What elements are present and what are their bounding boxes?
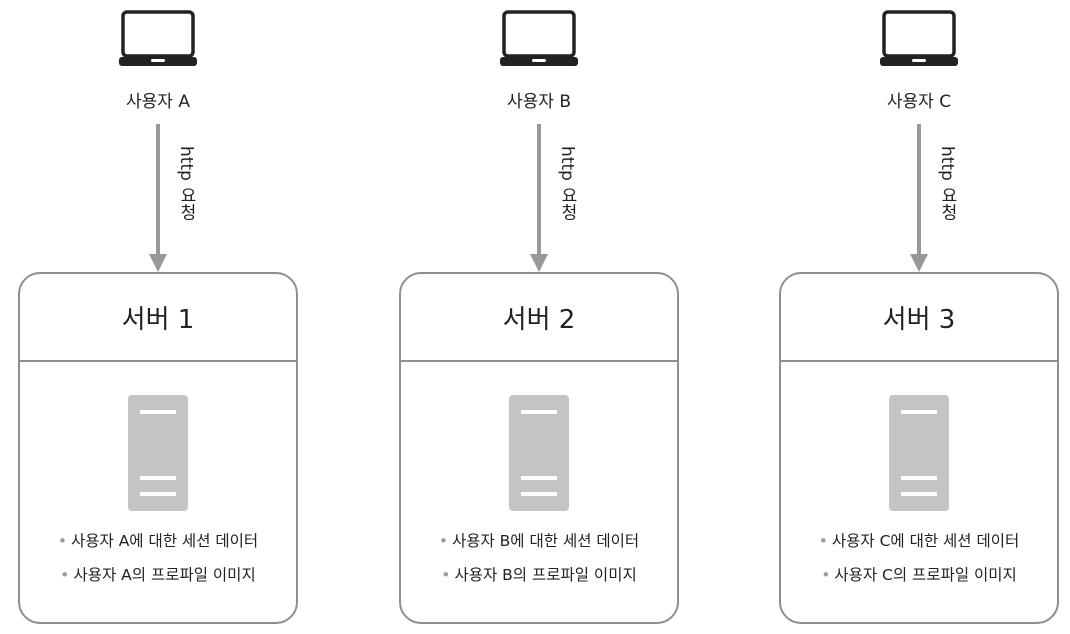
server-box: 서버 1 •사용자 A에 대한 세션 데이터 •사용자 A의 프로파일 이미지 bbox=[18, 272, 298, 624]
list-item: •사용자 B에 대한 세션 데이터 bbox=[438, 532, 640, 550]
laptop-icon bbox=[880, 10, 958, 66]
list-item-text: 사용자 A에 대한 세션 데이터 bbox=[70, 532, 259, 550]
server-rack-icon bbox=[889, 395, 949, 511]
laptop-icon bbox=[500, 10, 578, 66]
server-rack-icon bbox=[509, 395, 569, 511]
http-request-label: http 요청 bbox=[176, 146, 196, 221]
arrow-down-icon bbox=[910, 124, 928, 272]
server-title: 서버 2 bbox=[401, 274, 677, 362]
user-server-column-b: 사용자 B http 요청 서버 2 •사용자 B에 대한 세션 데이터 •사용… bbox=[399, 0, 679, 634]
list-item: •사용자 A에 대한 세션 데이터 bbox=[57, 532, 259, 550]
user-server-column-c: 사용자 C http 요청 서버 3 •사용자 C에 대한 세션 데이터 •사용… bbox=[779, 0, 1059, 634]
user-label: 사용자 B bbox=[507, 92, 571, 112]
list-item-text: 사용자 B의 프로파일 이미지 bbox=[454, 566, 637, 584]
server-title: 서버 3 bbox=[781, 274, 1057, 362]
list-item-text: 사용자 A의 프로파일 이미지 bbox=[73, 566, 256, 584]
http-request-label: http 요청 bbox=[937, 146, 957, 221]
server-box: 서버 2 •사용자 B에 대한 세션 데이터 •사용자 B의 프로파일 이미지 bbox=[399, 272, 679, 624]
list-item: •사용자 C의 프로파일 이미지 bbox=[821, 566, 1017, 584]
http-request-label: http 요청 bbox=[557, 146, 577, 221]
list-item: •사용자 A의 프로파일 이미지 bbox=[60, 566, 256, 584]
server-box: 서버 3 •사용자 C에 대한 세션 데이터 •사용자 C의 프로파일 이미지 bbox=[779, 272, 1059, 624]
session-data-list: •사용자 A에 대한 세션 데이터 •사용자 A의 프로파일 이미지 bbox=[20, 524, 296, 592]
user-label: 사용자 A bbox=[126, 92, 190, 112]
session-data-list: •사용자 C에 대한 세션 데이터 •사용자 C의 프로파일 이미지 bbox=[781, 524, 1057, 592]
list-item: •사용자 B의 프로파일 이미지 bbox=[441, 566, 637, 584]
session-data-list: •사용자 B에 대한 세션 데이터 •사용자 B의 프로파일 이미지 bbox=[401, 524, 677, 592]
laptop-icon bbox=[119, 10, 197, 66]
list-item-text: 사용자 C의 프로파일 이미지 bbox=[834, 566, 1017, 584]
server-rack-icon bbox=[128, 395, 188, 511]
server-title: 서버 1 bbox=[20, 274, 296, 362]
user-label: 사용자 C bbox=[886, 92, 952, 112]
list-item: •사용자 C에 대한 세션 데이터 bbox=[818, 532, 1020, 550]
list-item-text: 사용자 C에 대한 세션 데이터 bbox=[831, 532, 1020, 550]
arrow-down-icon bbox=[530, 124, 548, 272]
arrow-down-icon bbox=[149, 124, 167, 272]
list-item-text: 사용자 B에 대한 세션 데이터 bbox=[451, 532, 640, 550]
user-server-column-a: 사용자 A http 요청 서버 1 •사용자 A에 대한 세션 데이터 •사용… bbox=[18, 0, 298, 634]
